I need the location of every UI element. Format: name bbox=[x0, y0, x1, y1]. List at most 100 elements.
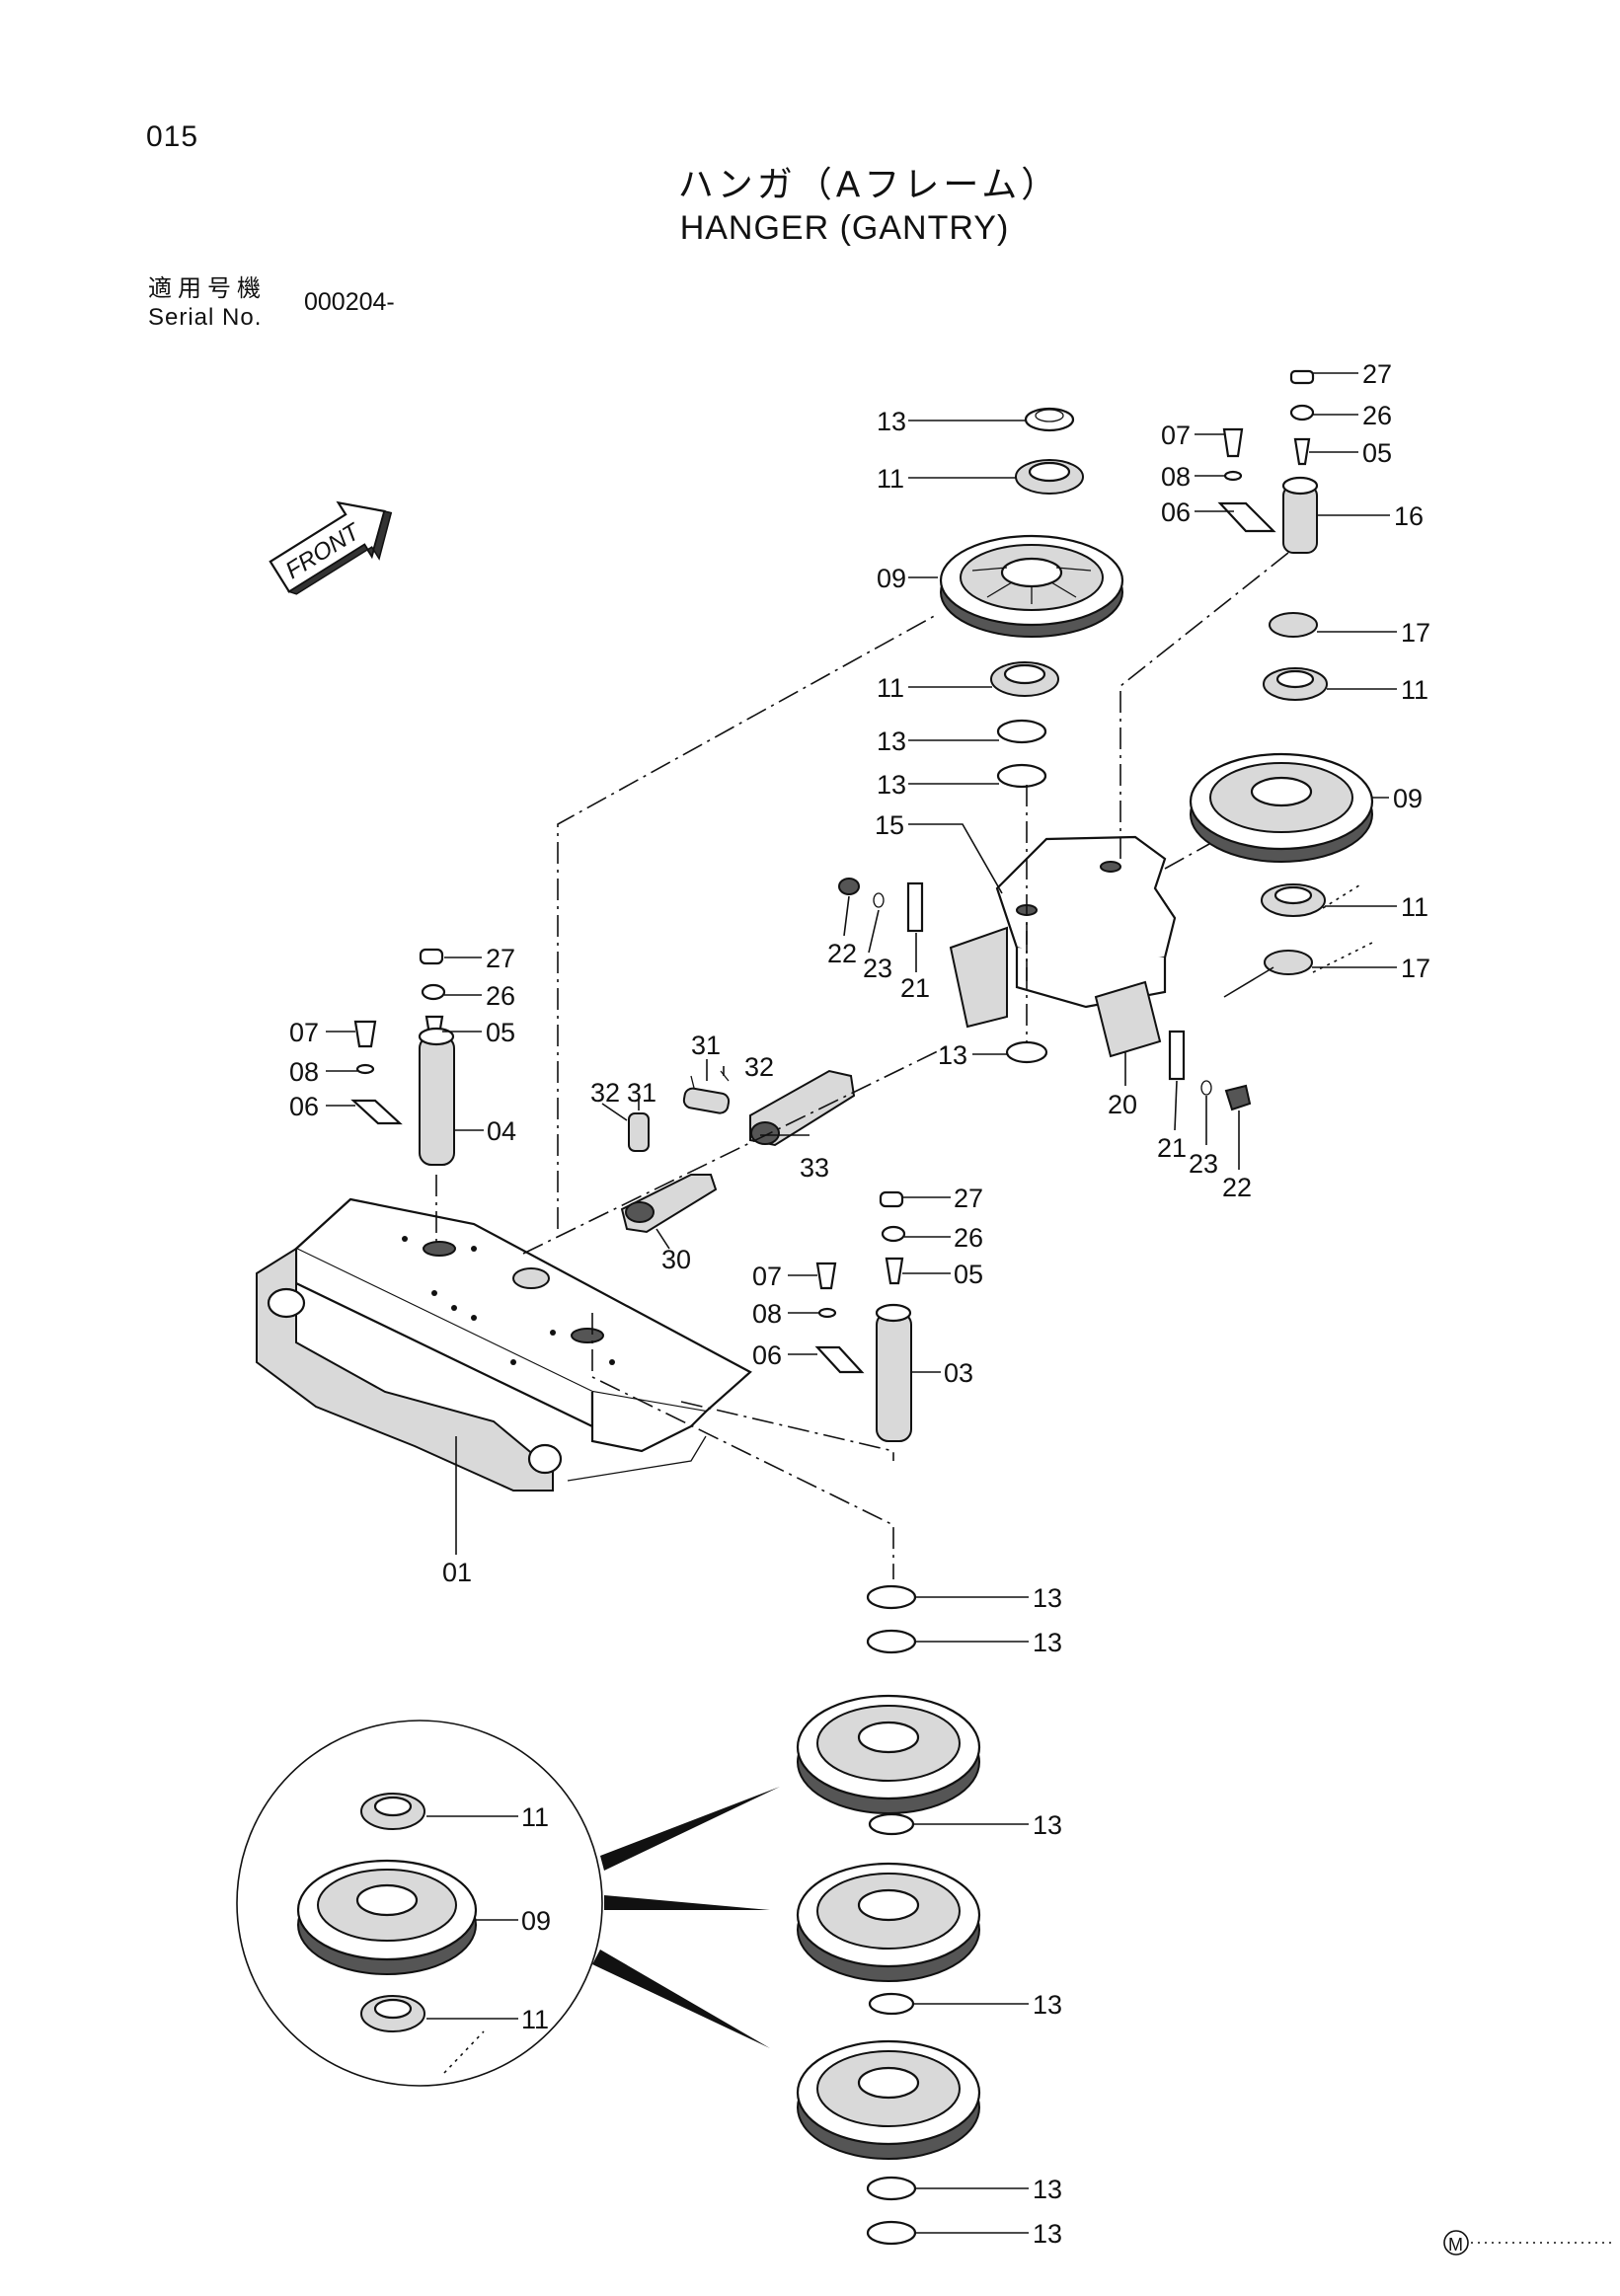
cap-27-l bbox=[419, 948, 444, 965]
callout-27: 27 bbox=[954, 1184, 983, 1213]
shim-13-f bbox=[866, 1629, 917, 1654]
corner-m-label: M bbox=[1448, 2235, 1463, 2255]
callout-06: 06 bbox=[752, 1340, 782, 1370]
plate-06-l bbox=[350, 1099, 403, 1125]
washer-08-m bbox=[817, 1307, 837, 1319]
washer-08-r bbox=[1223, 470, 1243, 482]
callout-11: 11 bbox=[521, 1802, 549, 1832]
grease-fitting-05-r bbox=[1293, 437, 1311, 466]
collar-17-a bbox=[1269, 612, 1318, 638]
grease-fitting-05-m bbox=[885, 1257, 904, 1285]
callout-31: 31 bbox=[627, 1078, 656, 1108]
sheave-lower-1 bbox=[796, 1694, 981, 1814]
callout-23: 23 bbox=[1189, 1149, 1218, 1179]
callout-20: 20 bbox=[1108, 1090, 1137, 1119]
lower-sheave-stack bbox=[796, 1584, 981, 2246]
callout-13: 13 bbox=[1033, 1628, 1062, 1657]
callout-13: 13 bbox=[877, 727, 906, 756]
shim-13-j bbox=[866, 2220, 917, 2246]
callout-07: 07 bbox=[752, 1262, 782, 1291]
callout-31: 31 bbox=[691, 1031, 721, 1060]
sheave-lower-3 bbox=[796, 2039, 981, 2160]
callout-13: 13 bbox=[1033, 1990, 1062, 2020]
pin-04 bbox=[419, 1035, 455, 1166]
shim-13-i bbox=[866, 2176, 917, 2201]
callout-13: 13 bbox=[1033, 2175, 1062, 2204]
callout-07: 07 bbox=[1161, 421, 1191, 450]
callout-33: 33 bbox=[800, 1153, 829, 1183]
callout-13: 13 bbox=[1033, 1810, 1062, 1840]
bolt-22-b bbox=[1224, 1084, 1252, 1111]
cap-27-m bbox=[879, 1190, 904, 1208]
callout-09: 09 bbox=[521, 1906, 551, 1936]
shim-13-d bbox=[1005, 1040, 1048, 1064]
callout-22: 22 bbox=[1222, 1173, 1252, 1202]
nut-26-m bbox=[881, 1225, 906, 1243]
callout-08: 08 bbox=[289, 1057, 319, 1087]
washer-23-b bbox=[1200, 1080, 1212, 1096]
callout-11: 11 bbox=[521, 2005, 549, 2034]
page-number: 015 bbox=[146, 120, 199, 153]
plate-21-a bbox=[906, 881, 924, 933]
callout-21: 21 bbox=[900, 973, 930, 1003]
right-sheave-stack bbox=[1189, 612, 1374, 975]
front-direction-arrow: FRONT bbox=[269, 500, 393, 595]
callout-07: 07 bbox=[289, 1018, 319, 1047]
bracket-fasteners-right bbox=[1094, 980, 1252, 1111]
corner-m-mark: M bbox=[1443, 2230, 1469, 2256]
callout-27: 27 bbox=[1362, 359, 1392, 389]
pin-16 bbox=[1282, 485, 1318, 554]
callout-22: 22 bbox=[827, 939, 857, 968]
callout-13: 13 bbox=[1033, 2219, 1062, 2249]
callout-13: 13 bbox=[938, 1040, 967, 1070]
callout-11: 11 bbox=[1401, 892, 1428, 922]
bracket-side-plate bbox=[949, 926, 1008, 1029]
callout-13: 13 bbox=[1033, 1583, 1062, 1613]
callout-01: 01 bbox=[442, 1558, 472, 1587]
callout-21: 21 bbox=[1157, 1133, 1187, 1163]
callout-11: 11 bbox=[877, 673, 904, 703]
callout-26: 26 bbox=[954, 1223, 983, 1253]
callout-26: 26 bbox=[486, 981, 515, 1011]
block-20 bbox=[1094, 980, 1162, 1058]
page-title-english: HANGER (GANTRY) bbox=[679, 209, 1010, 247]
link-assembly bbox=[620, 1069, 856, 1234]
plate-06-r bbox=[1217, 501, 1276, 533]
bolt-07-r bbox=[1222, 427, 1244, 458]
upper-sheave-stack bbox=[939, 407, 1124, 789]
leader-lines bbox=[326, 372, 1397, 2234]
callout-11: 11 bbox=[1401, 675, 1428, 705]
callout-32: 32 bbox=[590, 1078, 620, 1108]
callout-06: 06 bbox=[1161, 497, 1191, 527]
callout-17: 17 bbox=[1401, 954, 1430, 983]
shim-13-g bbox=[868, 1812, 915, 1836]
pin-03 bbox=[876, 1312, 912, 1442]
callout-08: 08 bbox=[752, 1299, 782, 1329]
callout-26: 26 bbox=[1362, 401, 1392, 430]
callout-03: 03 bbox=[944, 1358, 973, 1388]
callout-32: 32 bbox=[744, 1052, 774, 1082]
callout-23: 23 bbox=[863, 954, 892, 983]
plate-21-b bbox=[1168, 1030, 1186, 1081]
callout-13: 13 bbox=[877, 407, 906, 436]
serial-label-japanese: 適用号機 bbox=[148, 274, 267, 302]
callout-17: 17 bbox=[1401, 618, 1430, 648]
bolt-07-m bbox=[815, 1262, 837, 1290]
collar-17-b bbox=[1264, 950, 1313, 975]
callout-15: 15 bbox=[875, 810, 904, 840]
callout-05: 05 bbox=[1362, 438, 1392, 468]
gantry-frame-01 bbox=[256, 1197, 752, 1492]
bolt-07-l bbox=[353, 1020, 377, 1048]
shim-13-b bbox=[996, 719, 1047, 744]
serial-number-value: 000204- bbox=[304, 288, 395, 316]
pin-32-a bbox=[720, 1070, 730, 1082]
shim-13-top bbox=[1024, 407, 1075, 432]
sheave-lower-2 bbox=[796, 1862, 981, 1982]
sheave-09-a bbox=[939, 534, 1124, 638]
cap-27-r bbox=[1289, 369, 1315, 385]
plate-06-m bbox=[814, 1345, 865, 1374]
callout-27: 27 bbox=[486, 944, 515, 973]
nut-26-r bbox=[1289, 404, 1315, 421]
pin-group-right bbox=[1217, 369, 1319, 554]
